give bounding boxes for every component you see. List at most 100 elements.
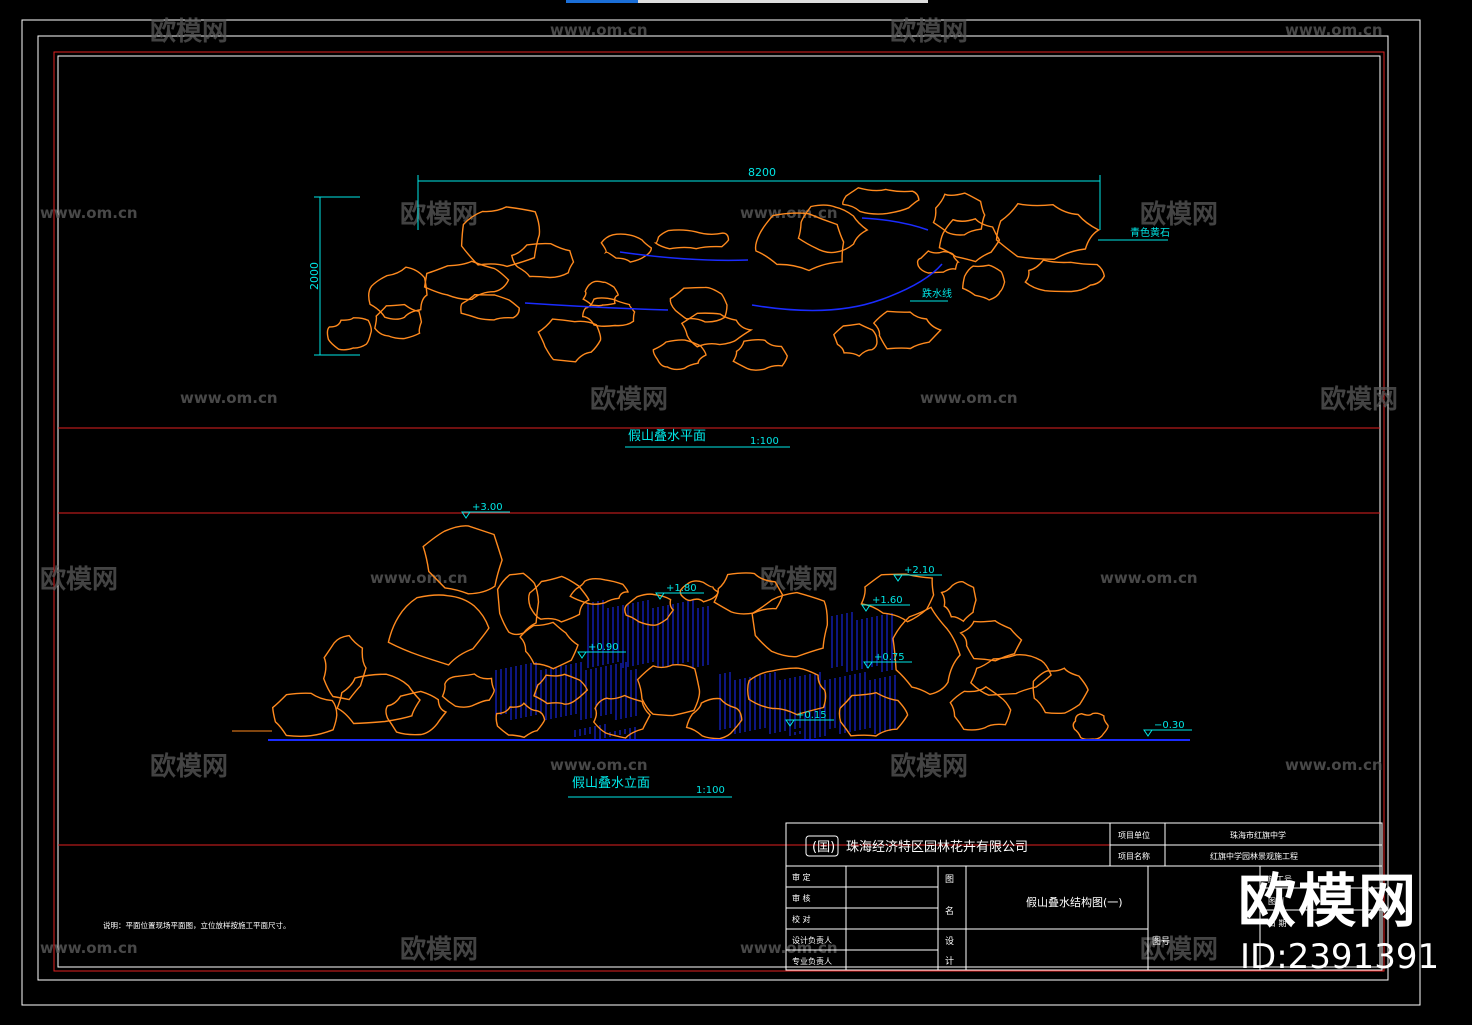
watermark-brand: 欧模网 bbox=[760, 564, 838, 595]
plan-rock bbox=[754, 212, 845, 272]
elevation-rock bbox=[1032, 667, 1089, 715]
plan-rock bbox=[537, 318, 602, 363]
elevation-rock bbox=[685, 697, 743, 740]
right-label: 图别 bbox=[1268, 897, 1284, 906]
plan-view-scale: 1:100 bbox=[750, 436, 779, 447]
drawing-name-label-bottom: 名 bbox=[945, 905, 954, 917]
elevation-rock bbox=[385, 690, 448, 736]
watermark-url: www.om.cn bbox=[920, 389, 1018, 407]
elevation-rock bbox=[527, 575, 590, 623]
project-name-label: 项目名称 bbox=[1118, 851, 1150, 861]
level-label: +1.80 bbox=[666, 583, 697, 594]
watermark-url: www.om.cn bbox=[40, 939, 138, 957]
elevation-rock-outlines bbox=[271, 525, 1109, 741]
elevation-rock bbox=[940, 580, 977, 623]
company-name: 珠海经济特区园林花卉有限公司 bbox=[846, 839, 1028, 855]
plan-width-dimension: 8200 bbox=[748, 166, 776, 179]
top-scrollbar-thumb[interactable] bbox=[566, 0, 638, 3]
watermark-brand: 欧模网 bbox=[1140, 199, 1218, 230]
elevation-rock bbox=[569, 577, 629, 605]
plan-rock bbox=[1024, 259, 1106, 293]
top-scrollbar[interactable] bbox=[566, 0, 928, 3]
elevation-view: +3.00+1.80+2.10+1.60+0.90+0.75+0.15−0.30… bbox=[232, 502, 1192, 798]
plan-rock bbox=[581, 297, 636, 327]
elevation-rock bbox=[495, 702, 546, 739]
drawing-name-label-top: 图 bbox=[945, 874, 954, 885]
seal-label: 图号 bbox=[1152, 936, 1170, 947]
watermark-url: www.om.cn bbox=[1100, 569, 1198, 587]
level-triangle bbox=[861, 604, 871, 612]
watermark-url: www.om.cn bbox=[1285, 21, 1383, 39]
elevation-rock bbox=[496, 572, 540, 636]
plan-view-title: 假山叠水平面 bbox=[628, 429, 706, 444]
plan-rock bbox=[582, 280, 619, 307]
watermark-url: www.om.cn bbox=[550, 21, 648, 39]
plan-rock bbox=[600, 233, 652, 263]
plan-rock bbox=[374, 303, 423, 340]
plan-rock bbox=[653, 229, 730, 250]
plan-rock bbox=[797, 204, 869, 254]
watermark-brand: 欧模网 bbox=[150, 16, 228, 47]
elevation-rock bbox=[322, 634, 367, 701]
elevation-rock bbox=[1072, 712, 1109, 741]
watermark-url: www.om.cn bbox=[740, 939, 838, 957]
elevation-rock bbox=[271, 692, 338, 737]
watermark-url: www.om.cn bbox=[180, 389, 278, 407]
brand-id-text: ID:2391391 bbox=[1240, 937, 1440, 977]
watermark-brand: 欧模网 bbox=[400, 934, 478, 965]
plan-rock bbox=[460, 293, 520, 321]
elevation-rock bbox=[592, 694, 651, 739]
plan-rock bbox=[961, 264, 1006, 301]
watermark-brand: 欧模网 bbox=[590, 384, 668, 415]
elevation-rock bbox=[747, 667, 827, 716]
right-label: 日 期 bbox=[1268, 919, 1287, 928]
drawing-title: 假山叠水结构图(一) bbox=[1026, 895, 1123, 909]
plan-height-dimension: 2000 bbox=[308, 262, 321, 290]
design-label-bottom: 计 bbox=[945, 955, 954, 967]
plan-rock bbox=[669, 286, 728, 323]
plan-rock bbox=[938, 217, 1001, 263]
level-triangle bbox=[893, 574, 903, 582]
elevation-rock bbox=[679, 580, 719, 603]
elevation-rock bbox=[636, 664, 701, 717]
elevation-view-scale: 1:100 bbox=[696, 785, 725, 796]
project-unit-label: 项目单位 bbox=[1118, 830, 1150, 840]
title-block bbox=[785, 822, 1383, 971]
watermark-url: www.om.cn bbox=[1285, 756, 1383, 774]
elevation-rock bbox=[959, 619, 1023, 662]
elevation-waterfall bbox=[495, 600, 896, 740]
elevation-rock bbox=[336, 673, 421, 725]
watermark-brand: 欧模网 bbox=[400, 199, 478, 230]
level-label: +0.15 bbox=[796, 710, 827, 721]
project-unit-value: 珠海市红旗中学 bbox=[1230, 830, 1286, 840]
role-label: 专业负责人 bbox=[792, 956, 832, 966]
role-label: 审 核 bbox=[792, 893, 811, 903]
plan-view: 8200 2000 青色黄石 跌水线 假山叠水平面 1:100 bbox=[308, 166, 1170, 448]
watermark-brand: 欧模网 bbox=[150, 751, 228, 782]
plan-rock bbox=[680, 312, 754, 348]
level-label: −0.30 bbox=[1154, 720, 1185, 731]
elevation-rock bbox=[949, 685, 1012, 731]
level-label: +3.00 bbox=[472, 502, 503, 513]
plan-rock bbox=[368, 266, 428, 320]
plan-rock bbox=[995, 202, 1101, 261]
watermark-layer: 欧模网欧模网欧模网欧模网欧模网欧模网欧模网欧模网欧模网欧模网欧模网欧模网www.… bbox=[40, 16, 1398, 965]
drawing-note: 说明：平面位置现场平面图，立位放样按施工平面尺寸。 bbox=[103, 920, 291, 930]
plan-rock bbox=[423, 260, 510, 301]
level-label: +0.90 bbox=[588, 642, 619, 653]
watermark-url: www.om.cn bbox=[550, 756, 648, 774]
elevation-rock bbox=[624, 593, 675, 626]
watermark-brand: 欧模网 bbox=[40, 564, 118, 595]
watermark-brand: 欧模网 bbox=[890, 16, 968, 47]
elevation-rock bbox=[533, 673, 589, 705]
level-triangle bbox=[577, 651, 587, 659]
watermark-url: www.om.cn bbox=[370, 569, 468, 587]
plan-rock bbox=[872, 310, 942, 350]
section-divider-lines bbox=[58, 427, 1380, 846]
role-label: 设计负责人 bbox=[792, 935, 832, 945]
elevation-rock bbox=[751, 591, 829, 658]
elevation-rock bbox=[892, 606, 961, 696]
